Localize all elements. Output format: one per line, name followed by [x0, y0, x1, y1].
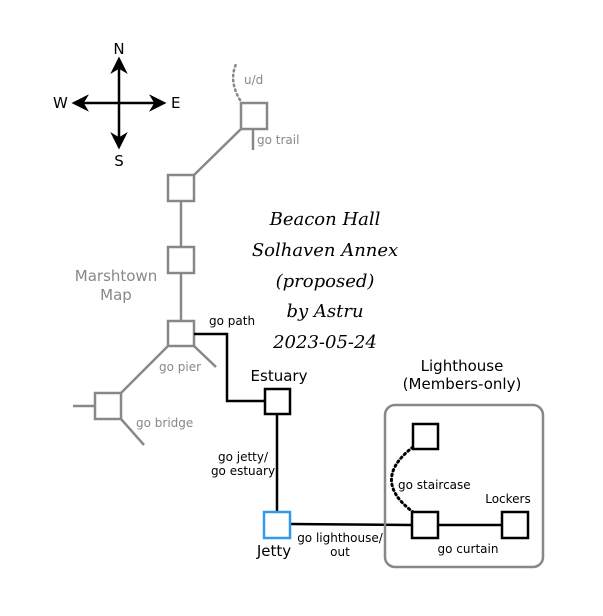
pier-exit-label: go pier [159, 360, 201, 374]
room-lockers[interactable] [500, 510, 530, 540]
marshtown-rooms [93, 101, 269, 421]
room-box[interactable] [93, 391, 123, 421]
connector-line [120, 345, 169, 394]
pier-exit-line [193, 345, 217, 368]
lockers-room-label: Lockers [485, 492, 531, 506]
lighthouse-label-line1: Lighthouse [421, 357, 504, 375]
curtain-exit-label: go curtain [438, 542, 499, 556]
room-lighthouse-entrance[interactable] [410, 510, 440, 540]
room-lighthouse-upper[interactable] [411, 422, 440, 451]
room-jetty-current[interactable] [262, 510, 292, 540]
lighthouse-region [383, 403, 545, 569]
updown-connector [231, 60, 242, 102]
path-exit-label: go path [209, 314, 255, 328]
room-box[interactable] [239, 101, 269, 131]
estuary-room-label: Estuary [251, 367, 308, 385]
compass-west-label: W [53, 94, 68, 112]
map-title: Beacon Hall Solhaven Annex (proposed) by… [252, 209, 398, 353]
lighthouse-label-line2: (Members-only) [403, 375, 522, 393]
lighthouse-connector [289, 522, 413, 527]
compass-rose: N S E W [53, 40, 180, 170]
room-estuary[interactable] [263, 387, 292, 416]
bridge-exit-label: go bridge [136, 416, 193, 430]
title-line-4: by Astru [286, 301, 363, 322]
path-connector [194, 332, 265, 403]
bridge-exit-line [120, 418, 145, 446]
title-line-2: Solhaven Annex [252, 240, 398, 261]
marshtown-label-line1: Marshtown [75, 267, 157, 285]
lighthouse-exit-label-line2: out [330, 545, 350, 559]
ud-exit-label: u/d [244, 73, 263, 87]
marshtown-label-line2: Map [100, 286, 132, 304]
staircase-exit-label: go staircase [398, 478, 471, 492]
compass-east-label: E [171, 94, 180, 112]
trail-exit-label: go trail [257, 133, 299, 147]
staircase-connector [390, 445, 415, 514]
lighthouse-exit-label-line1: go lighthouse/ [297, 531, 384, 545]
jetty-exit-label-line1: go jetty/ [218, 450, 269, 464]
annex-connections [194, 332, 502, 527]
room-box[interactable] [166, 173, 196, 203]
room-box[interactable] [166, 319, 196, 348]
jetty-room-label: Jetty [256, 542, 291, 560]
compass-south-label: S [114, 152, 124, 170]
room-box[interactable] [166, 245, 196, 275]
title-line-1: Beacon Hall [269, 209, 381, 230]
connector-line [193, 128, 242, 176]
annex-rooms [263, 387, 530, 540]
compass-north-label: N [113, 40, 124, 58]
jetty-exit-label-line2: go estuary [211, 464, 275, 478]
title-line-3: (proposed) [276, 271, 375, 292]
title-line-5: 2023-05-24 [272, 332, 377, 353]
marshtown-connections [73, 60, 255, 446]
